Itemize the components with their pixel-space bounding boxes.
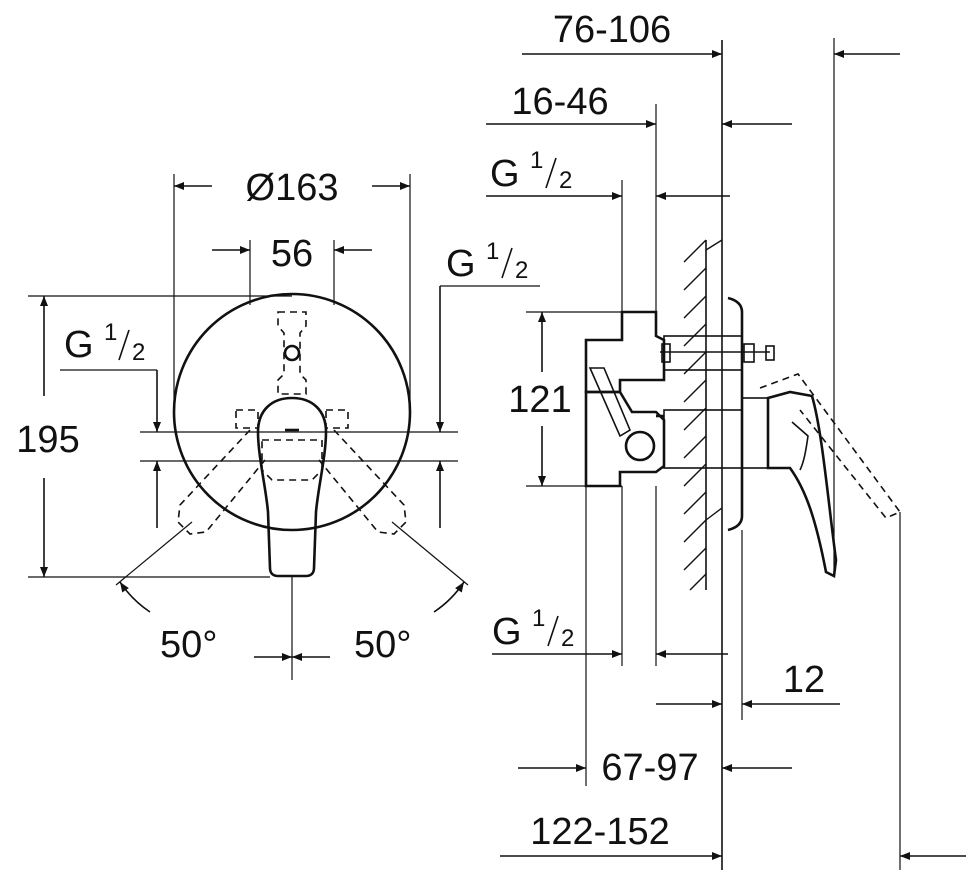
thread-right-num: 1 xyxy=(486,238,499,265)
wall-hatch xyxy=(683,239,723,591)
angle-left-label: 50° xyxy=(160,624,217,666)
depth-inner-label: 16-46 xyxy=(511,81,608,123)
fraction-slash xyxy=(545,157,557,189)
thread-bottom-den: 2 xyxy=(561,625,574,652)
diameter-label: Ø163 xyxy=(246,167,339,209)
thread-bottom-num: 1 xyxy=(532,605,545,632)
depth-outer-label: 76-106 xyxy=(553,9,671,51)
lever-handle xyxy=(256,396,328,578)
angle-ray xyxy=(115,521,193,586)
handle-base xyxy=(741,397,769,469)
angle-arrow-left xyxy=(119,581,151,613)
lever-ghost-left xyxy=(177,429,266,535)
tab-left xyxy=(235,409,259,429)
side-view: 76-106 16-46 G 1 2 121 G 1 2 12 67 xyxy=(486,9,966,870)
handle-width-label: 56 xyxy=(271,233,313,275)
lever-side xyxy=(766,390,838,578)
tab-right xyxy=(325,409,349,429)
total-depth-label: 122-152 xyxy=(530,811,669,853)
stem-nut xyxy=(743,343,755,363)
thread-right-label: G xyxy=(446,243,476,285)
diverter-hole xyxy=(283,344,301,362)
front-view: Ø163 56 195 G 1 2 G 1 2 xyxy=(16,167,540,680)
thread-top-den: 2 xyxy=(559,167,572,194)
inlet-spacing-label: 121 xyxy=(508,379,571,421)
lever-detail xyxy=(791,421,809,471)
fraction-slash xyxy=(118,329,130,361)
height-label: 195 xyxy=(16,419,79,461)
thread-right-den: 2 xyxy=(515,257,528,284)
diverter-outline-top xyxy=(277,311,307,395)
stem-cap xyxy=(765,345,775,361)
outlet-port xyxy=(624,430,656,462)
thread-top-num: 1 xyxy=(530,147,543,174)
valve-slope xyxy=(588,367,632,438)
rosette-plate xyxy=(172,292,412,532)
thread-top-label: G xyxy=(490,153,520,195)
diverter-outline-bottom xyxy=(261,439,323,481)
thread-bottom-label: G xyxy=(492,611,522,653)
fraction-slash xyxy=(501,247,513,279)
cartridge-stem xyxy=(663,335,743,371)
lever-ghost-side xyxy=(759,373,902,519)
plate-offset-label: 12 xyxy=(783,659,825,701)
valve-body-top xyxy=(584,310,666,394)
body-depth-label: 67-97 xyxy=(601,747,698,789)
angle-arrow-right xyxy=(433,581,465,613)
stem-nut xyxy=(661,343,671,363)
thread-left-label: G xyxy=(64,324,94,366)
angle-ray xyxy=(391,521,469,586)
lever-ghost-right xyxy=(318,429,407,535)
angle-right-label: 50° xyxy=(354,624,411,666)
thread-left-num: 1 xyxy=(104,319,117,346)
thread-left-den: 2 xyxy=(132,339,145,366)
fraction-slash xyxy=(547,615,559,647)
rosette-side xyxy=(727,296,744,532)
